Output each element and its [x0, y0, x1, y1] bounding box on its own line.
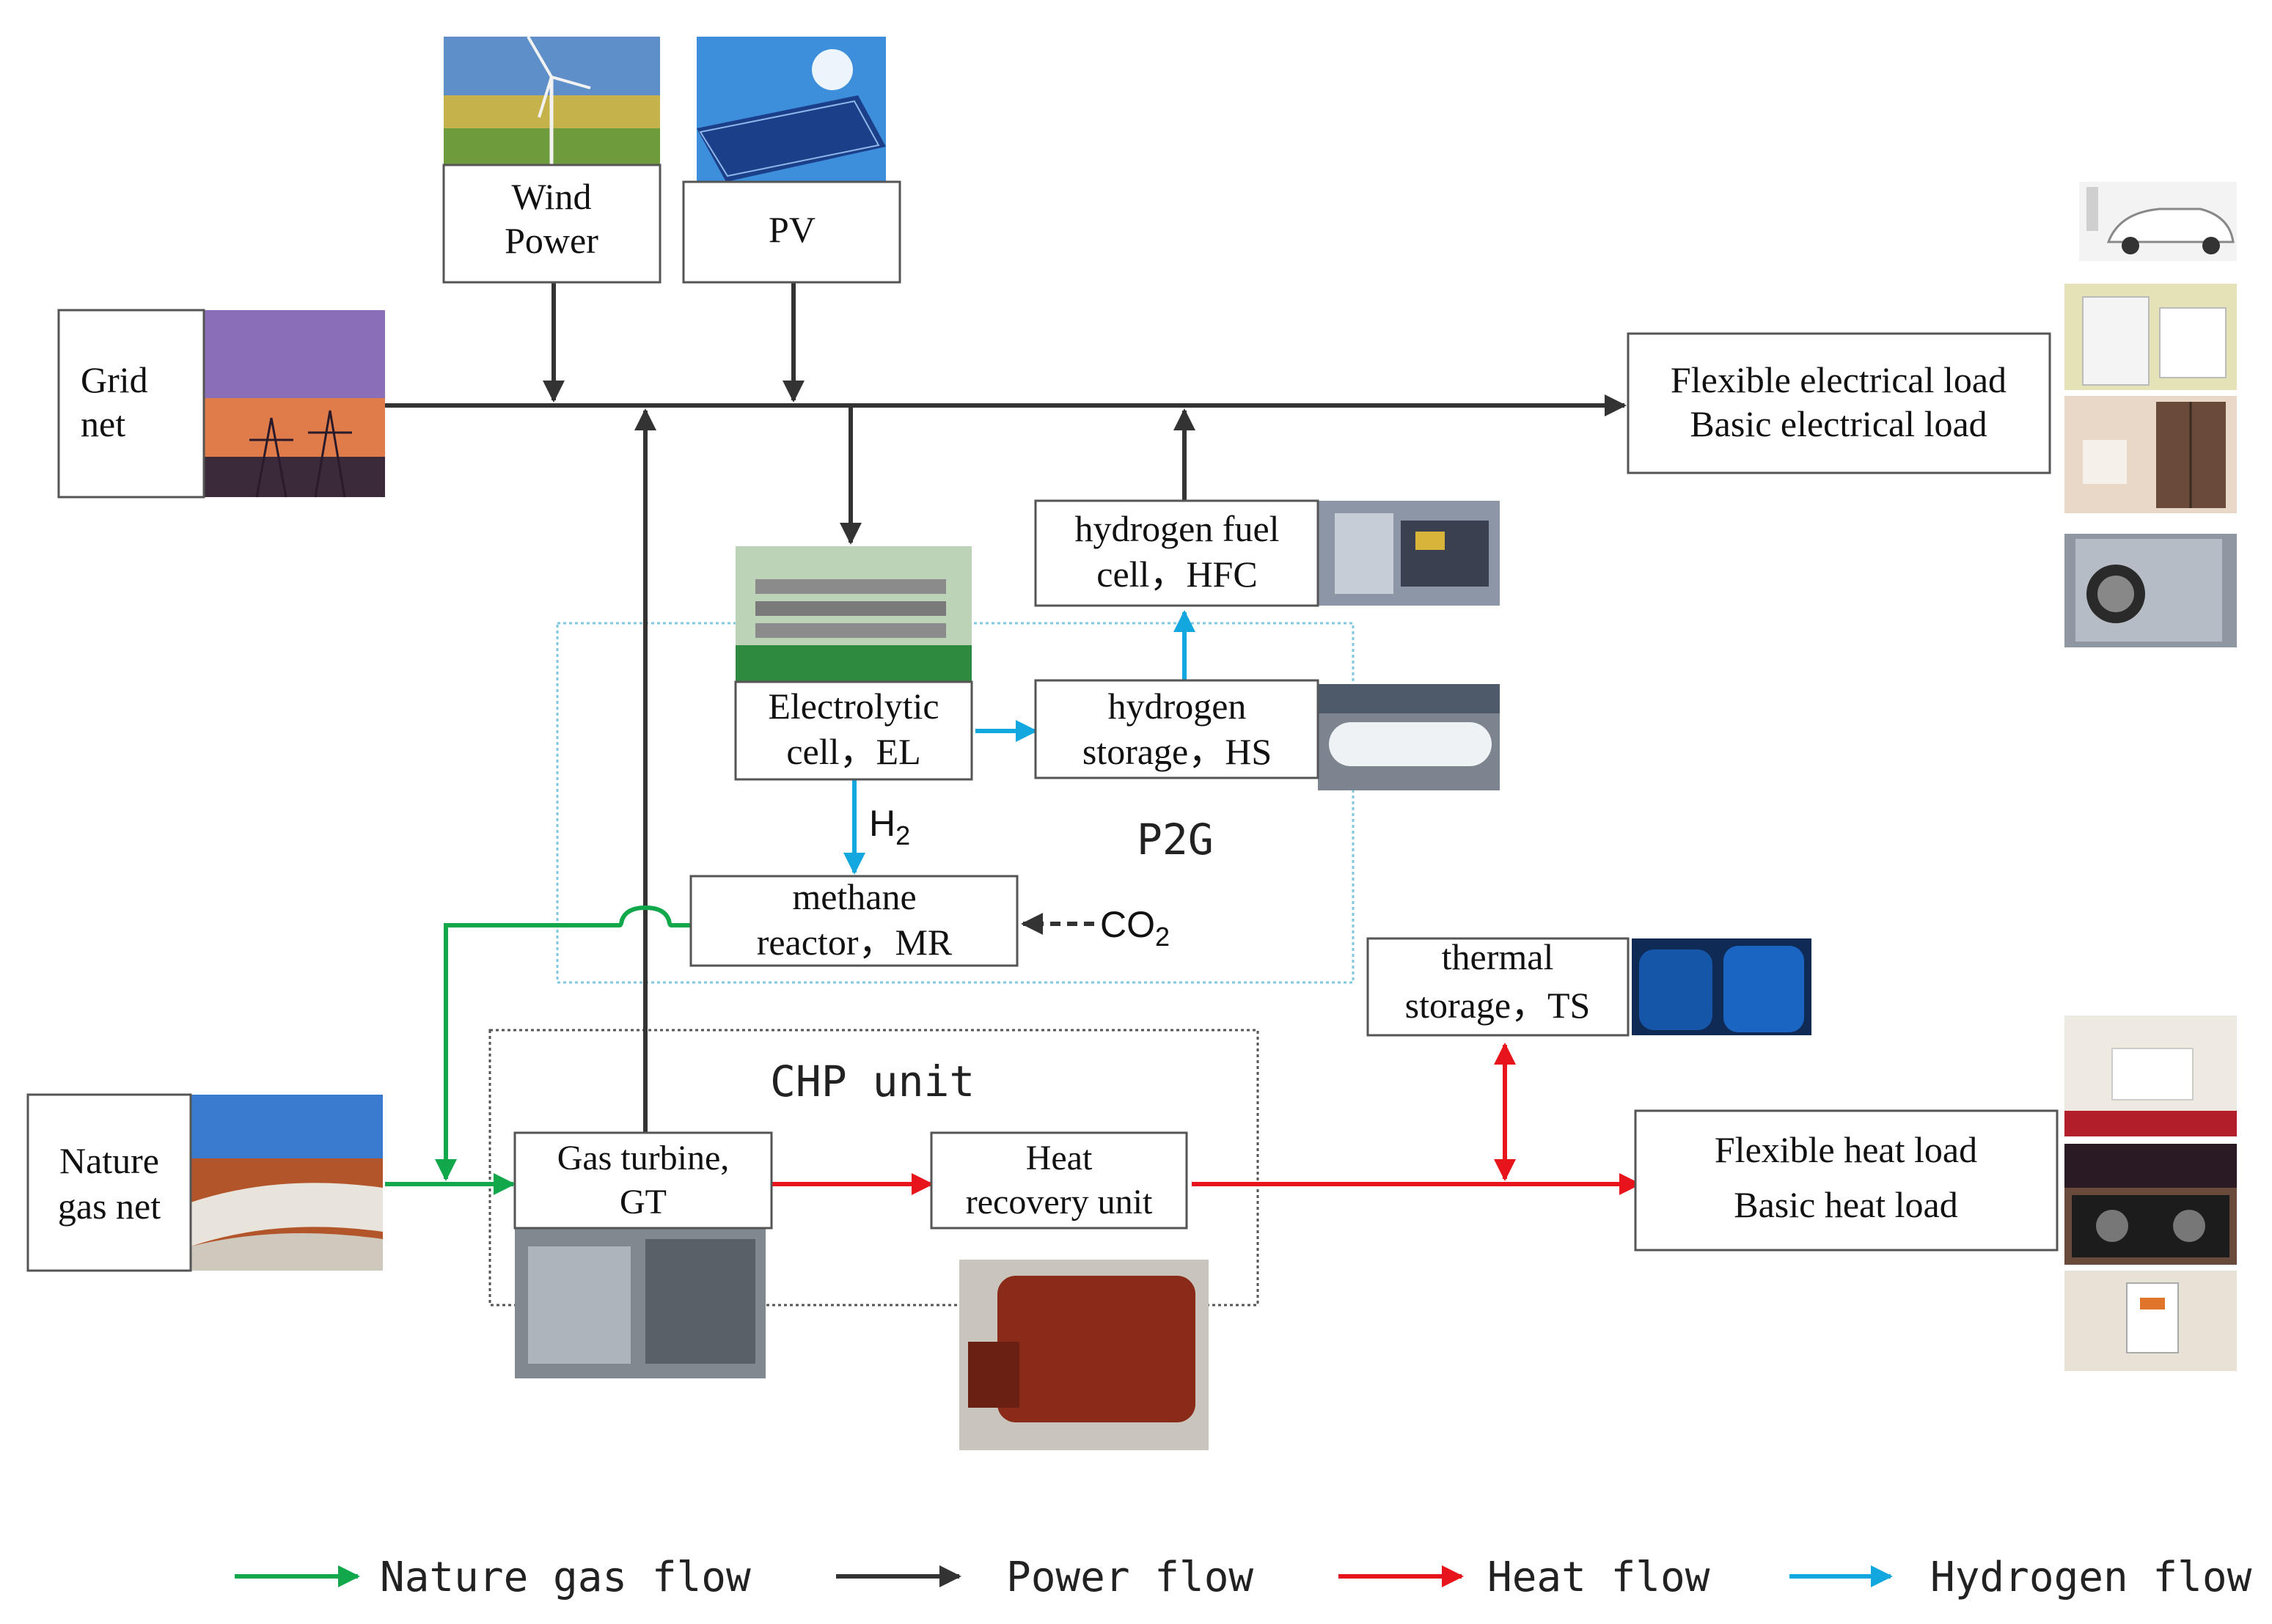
electrical-load-box[interactable]: Flexible electrical load Basic electrica… [1627, 332, 2051, 474]
pv-line1: PV [769, 209, 816, 250]
chp-unit-label: CHP unit [770, 1057, 975, 1106]
pv-box[interactable]: PV [682, 180, 901, 284]
legend-hydrogen-label: Hydrogen flow [1930, 1554, 2252, 1601]
nature-gas-net-box[interactable]: Nature gas net [26, 1093, 192, 1272]
h2-label: H2 [869, 803, 910, 850]
gasnet-line1: Nature [59, 1140, 159, 1181]
gas-turbine-photo [515, 1228, 766, 1378]
wind-power-box[interactable]: Wind Power [442, 163, 662, 284]
heat-load-box[interactable]: Flexible heat load Basic heat load [1634, 1109, 2059, 1252]
wind-turbine-photo [444, 35, 660, 165]
legend-gas-label: Nature gas flow [380, 1554, 751, 1601]
p2g-label: P2G [1137, 815, 1214, 864]
water-heater-photo [2064, 1271, 2237, 1371]
hfc-line2: cell，HFC [1096, 554, 1257, 595]
hydrogen-tank-photo [1318, 684, 1500, 790]
gas-flows [385, 905, 691, 1195]
hs-line2: storage，HS [1082, 731, 1272, 772]
oil-heater-photo [2064, 284, 2237, 390]
hydrogen-fuel-cell-box[interactable]: hydrogen fuel cell，HFC [1034, 499, 1319, 607]
electric-car-photo [2079, 182, 2237, 261]
methane-reactor-box[interactable]: methane reactor，MR [689, 875, 1019, 967]
ts-line2: storage，TS [1405, 985, 1591, 1026]
gas-pipeline-photo [191, 1095, 383, 1271]
p2g-group-border [556, 622, 1355, 984]
solar-panel-photo [697, 37, 886, 182]
el-line2: cell，EL [786, 731, 920, 772]
gt-line1: Gas turbine, [557, 1139, 730, 1177]
hydrogen-storage-box[interactable]: hydrogen storage，HS [1034, 679, 1319, 779]
mr-to-gt-gas-line [435, 905, 691, 1181]
co2-label: CO2 [1100, 904, 1170, 952]
gasnet-line2: gas net [58, 1186, 161, 1227]
hydrogen-flows [843, 610, 1195, 875]
heat-recovery-unit-box[interactable]: Heat recovery unit [930, 1131, 1188, 1230]
heat-flows [772, 1043, 1641, 1195]
gas-turbine-box[interactable]: Gas turbine, GT [513, 1131, 773, 1230]
grid-line1: Grid [81, 359, 148, 400]
heat-load-line2: Basic heat load [1734, 1184, 1957, 1225]
electrolytic-cell-box[interactable]: Electrolytic cell，EL [734, 680, 973, 781]
el-line1: Electrolytic [768, 686, 939, 727]
gas-stove-photo [2064, 1144, 2237, 1265]
elec-load-line1: Flexible electrical load [1671, 359, 2007, 400]
chp-group-border [488, 1029, 1259, 1307]
hfc-line1: hydrogen fuel [1074, 508, 1279, 549]
refrigerator-photo [2064, 396, 2237, 513]
power-flows [385, 282, 1627, 1135]
grid-line2: net [81, 403, 125, 444]
electrolyzer-photo [736, 546, 972, 682]
legend: Nature gas flow Power flow Heat flow Hyd… [235, 1554, 2252, 1601]
washing-machine-photo [2064, 534, 2237, 647]
legend-power-label: Power flow [1006, 1554, 1253, 1601]
radiator-photo [2064, 1015, 2237, 1136]
hru-line2: recovery unit [966, 1183, 1153, 1221]
ts-line1: thermal [1442, 936, 1554, 977]
elec-load-line2: Basic electrical load [1690, 403, 1987, 444]
fuel-cell-photo [1318, 501, 1500, 606]
hru-line1: Heat [1026, 1139, 1093, 1177]
thermal-tank-photo [1632, 938, 1811, 1035]
mr-line2: reactor，MR [757, 922, 953, 963]
mr-line1: methane [792, 876, 916, 917]
legend-heat-label: Heat flow [1487, 1554, 1710, 1601]
gt-line2: GT [620, 1183, 667, 1221]
transmission-tower-photo [204, 310, 385, 498]
boiler-photo [959, 1260, 1209, 1450]
hs-line1: hydrogen [1108, 686, 1247, 727]
wind-line2: Power [505, 220, 598, 261]
grid-net-box[interactable]: Grid net [57, 309, 205, 499]
heat-load-line1: Flexible heat load [1715, 1129, 1977, 1170]
thermal-storage-box[interactable]: thermal storage，TS [1366, 936, 1630, 1037]
wind-line1: Wind [511, 176, 591, 217]
